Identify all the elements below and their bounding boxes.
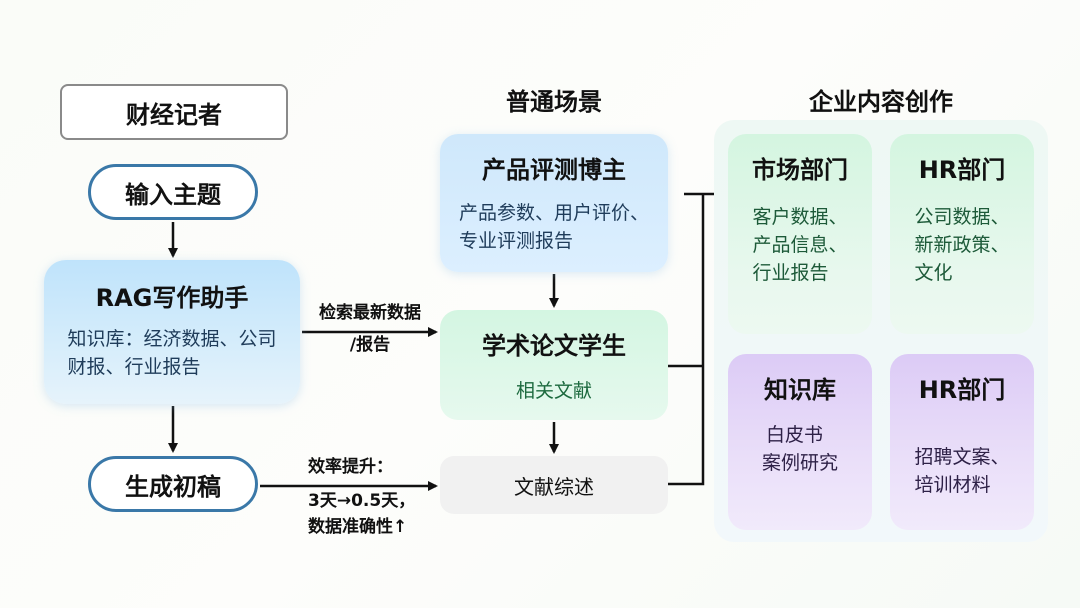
literature-review-label: 文献综述 — [514, 474, 594, 499]
rag-assistant-box: RAG写作助手 知识库：经济数据、公司 财报、行业报告 — [44, 260, 300, 404]
general-scenarios-title: 普通场景 — [506, 88, 602, 116]
enterprise-card-line: 新新政策、 — [914, 234, 1010, 256]
role-box: 财经记者 — [60, 84, 288, 140]
enterprise-card-title: HR部门 — [918, 156, 1006, 184]
role-label: 财经记者 — [126, 100, 222, 129]
academic-student-text: 相关文献 — [515, 380, 592, 402]
enterprise-card-line: 案例研究 — [761, 452, 838, 474]
input-topic-step: 输入主题 — [88, 164, 258, 220]
enterprise-card-title: HR部门 — [918, 376, 1006, 404]
efficiency-label-line1: 效率提升： — [308, 457, 393, 477]
product-reviewer-line1: 产品参数、用户评价、 — [458, 202, 649, 224]
retrieve-label: 检索最新数据 /报告 — [306, 300, 434, 358]
enterprise-card-line: 白皮书 — [765, 424, 823, 446]
retrieve-label-line1: 检索最新数据 — [319, 303, 421, 323]
rag-knowledge-line1: 知识库：经济数据、公司 — [67, 328, 277, 350]
input-topic-label: 输入主题 — [125, 180, 221, 209]
enterprise-card-line: 招聘文案、 — [914, 446, 1010, 468]
enterprise-card-hr: HR部门 公司数据、 新新政策、 文化 — [890, 134, 1034, 334]
academic-student-card: 学术论文学生 相关文献 — [440, 310, 668, 420]
rag-knowledge-line2: 财报、行业报告 — [67, 356, 201, 378]
efficiency-label: 效率提升： 3天→0.5天， 数据准确性↑ — [308, 454, 438, 540]
literature-review-card: 文献综述 — [440, 456, 668, 514]
efficiency-label-line2: 3天→0.5天， — [308, 491, 416, 511]
product-reviewer-title: 产品评测博主 — [482, 156, 626, 184]
enterprise-title: 企业内容创作 — [809, 88, 953, 116]
enterprise-card-title: 知识库 — [764, 376, 836, 404]
enterprise-card-line: 客户数据、 — [752, 206, 848, 228]
product-reviewer-line2: 专业评测报告 — [458, 230, 573, 252]
enterprise-card-marketing: 市场部门 客户数据、 产品信息、 行业报告 — [728, 134, 872, 334]
efficiency-label-line3: 数据准确性↑ — [308, 517, 408, 537]
enterprise-card-title: 市场部门 — [752, 156, 848, 184]
enterprise-card-line: 文化 — [914, 262, 953, 284]
generate-draft-label: 生成初稿 — [125, 472, 221, 501]
product-reviewer-card: 产品评测博主 产品参数、用户评价、 专业评测报告 — [440, 134, 668, 272]
generate-draft-step: 生成初稿 — [88, 456, 258, 512]
retrieve-label-line2: /报告 — [349, 335, 391, 355]
academic-student-title: 学术论文学生 — [482, 332, 626, 360]
enterprise-card-line: 培训材料 — [914, 474, 991, 496]
rag-assistant-title: RAG写作助手 — [95, 284, 249, 312]
enterprise-card-knowledge-base: 知识库 白皮书 案例研究 — [728, 354, 872, 530]
bracket-connector-bottom — [668, 194, 705, 486]
enterprise-card-line: 产品信息、 — [752, 234, 848, 256]
enterprise-card-line: 公司数据、 — [914, 206, 1010, 228]
enterprise-card-line: 行业报告 — [752, 262, 829, 284]
enterprise-card-hr-2: HR部门 招聘文案、 培训材料 — [890, 354, 1034, 530]
